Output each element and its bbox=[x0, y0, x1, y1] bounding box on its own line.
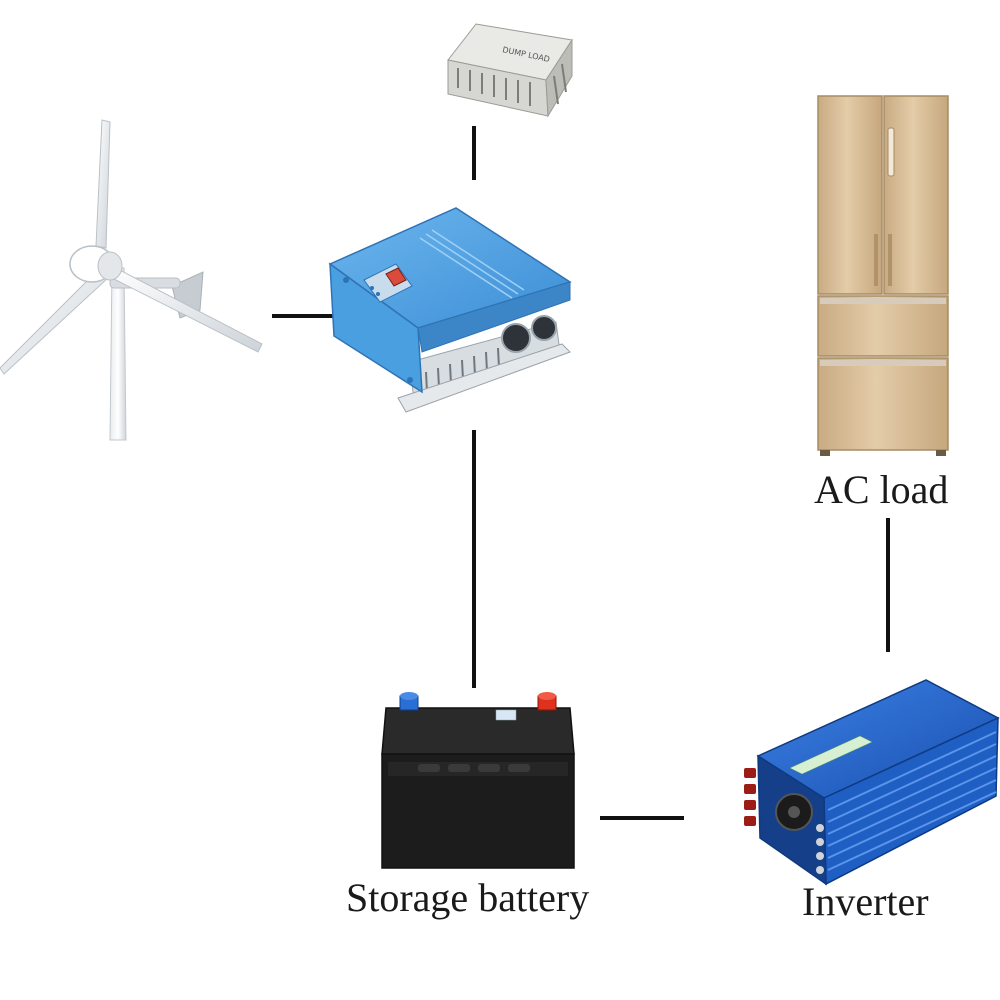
storage-battery-label: Storage battery bbox=[346, 875, 590, 920]
refrigerator-icon bbox=[816, 94, 950, 458]
negative-terminal-icon bbox=[399, 692, 419, 711]
inverter-label: Inverter bbox=[802, 879, 929, 924]
connector-controller-battery bbox=[472, 430, 476, 688]
positive-terminal-icon bbox=[537, 692, 557, 711]
connector-turbine-controller bbox=[272, 314, 338, 318]
connector-battery-inverter bbox=[600, 816, 684, 820]
hybrid-controller-icon bbox=[326, 202, 576, 424]
ac-load-label: AC load bbox=[814, 467, 949, 512]
connector-dumpload-controller bbox=[472, 126, 476, 180]
wind-turbine-icon bbox=[0, 118, 270, 443]
inverter-icon bbox=[740, 678, 1000, 888]
connector-acload-inverter bbox=[886, 518, 890, 652]
battery-icon bbox=[378, 686, 578, 870]
dump-load-icon: DUMP LOAD bbox=[444, 22, 576, 118]
